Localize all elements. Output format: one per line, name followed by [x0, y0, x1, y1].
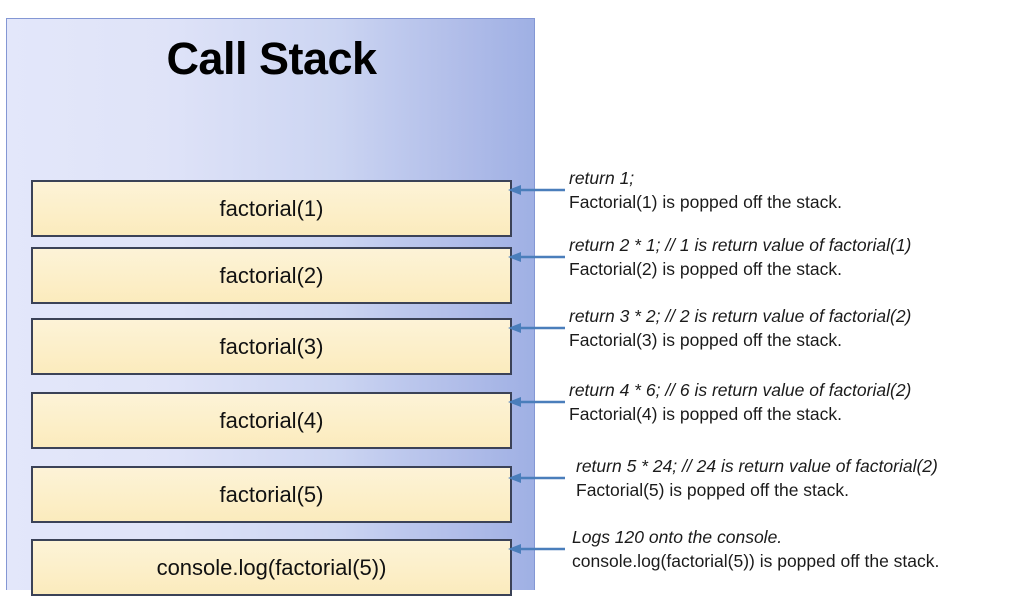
annotation-code: return 2 * 1; // 1 is return value of fa… [569, 235, 912, 255]
annotation: Logs 120 onto the console. console.log(f… [572, 526, 939, 573]
annotation-description: Factorial(1) is popped off the stack. [569, 191, 843, 212]
stack-frame: factorial(3) [31, 318, 512, 375]
annotation-description: Factorial(2) is popped off the stack. [569, 258, 843, 279]
annotation-code: return 3 * 2; // 2 is return value of fa… [569, 306, 912, 326]
arrow-left-icon [508, 544, 565, 554]
stack-frame: factorial(1) [31, 180, 512, 237]
call-stack-panel: Call Stack factorial(1) factorial(2) fac… [6, 18, 535, 596]
annotation-description: console.log(factorial(5)) is popped off … [572, 550, 940, 571]
annotation: return 2 * 1; // 1 is return value of fa… [569, 234, 911, 281]
annotation-code: return 1; [569, 168, 635, 188]
stack-frame-label: factorial(5) [219, 481, 324, 507]
stack-frame: factorial(5) [31, 466, 512, 523]
annotation-code: Logs 120 onto the console. [572, 527, 783, 547]
arrow-left-icon [508, 323, 565, 333]
page-title: Call Stack [166, 33, 377, 84]
stack-frame-label: factorial(3) [219, 333, 324, 359]
annotation: return 1; Factorial(1) is popped off the… [569, 167, 842, 214]
annotation: return 3 * 2; // 2 is return value of fa… [569, 305, 911, 352]
arrow-left-icon [508, 252, 565, 262]
annotation-description: Factorial(3) is popped off the stack. [569, 329, 843, 350]
annotation-code: return 5 * 24; // 24 is return value of … [576, 456, 938, 476]
stack-frame-label: factorial(2) [219, 262, 324, 288]
annotation: return 5 * 24; // 24 is return value of … [576, 455, 938, 502]
stack-frame-label: factorial(1) [219, 195, 324, 221]
arrow-left-icon [508, 185, 565, 195]
annotation: return 4 * 6; // 6 is return value of fa… [569, 379, 911, 426]
annotation-description: Factorial(4) is popped off the stack. [569, 403, 843, 424]
stack-frame-label: console.log(factorial(5)) [156, 554, 387, 580]
stack-frame: console.log(factorial(5)) [31, 539, 512, 596]
stack-frame-label: factorial(4) [219, 407, 324, 433]
annotation-description: Factorial(5) is popped off the stack. [576, 479, 850, 500]
annotation-code: return 4 * 6; // 6 is return value of fa… [569, 380, 912, 400]
stack-frame: factorial(4) [31, 392, 512, 449]
stack-frame: factorial(2) [31, 247, 512, 304]
arrow-left-icon [508, 397, 565, 407]
arrow-left-icon [508, 473, 565, 483]
